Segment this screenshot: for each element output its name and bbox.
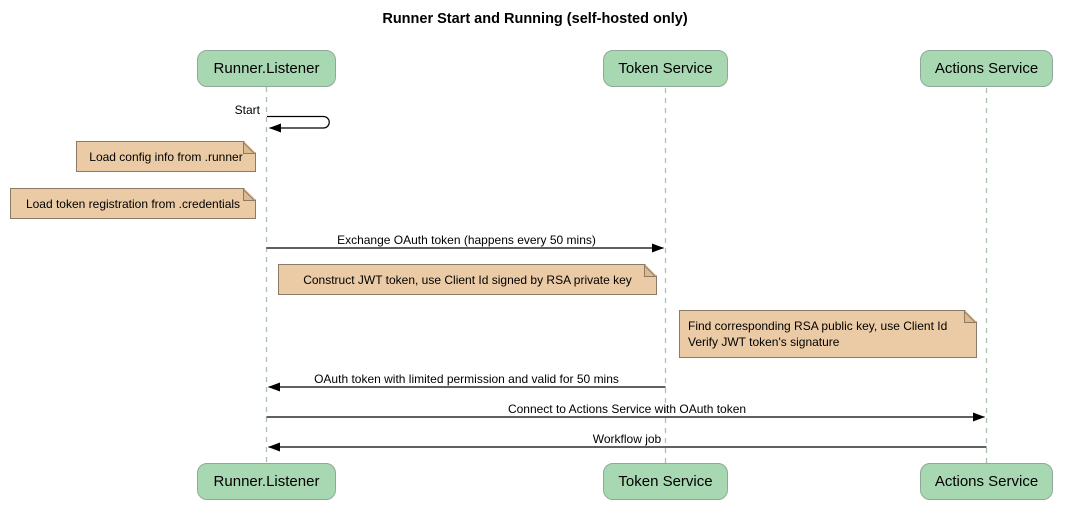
- participant-token-service-top: Token Service: [603, 50, 728, 87]
- note-text-line-1: Find corresponding RSA public key, use C…: [688, 319, 948, 333]
- note-fold-icon: [964, 311, 976, 323]
- participant-actions-service-top: Actions Service: [920, 50, 1053, 87]
- note-text: Load config info from .runner: [89, 149, 243, 164]
- participant-label: Runner.Listener: [213, 60, 320, 77]
- message-label-workflow-job: Workflow job: [592, 432, 662, 446]
- note-construct-jwt: Construct JWT token, use Client Id signe…: [278, 264, 657, 295]
- participant-label: Actions Service: [934, 473, 1039, 490]
- note-fold-icon: [644, 265, 656, 277]
- note-text-line-2: Verify JWT token's signature: [688, 335, 840, 349]
- participant-label: Token Service: [618, 60, 713, 77]
- participant-token-service-bottom: Token Service: [603, 463, 728, 500]
- diagram-title: Runner Start and Running (self-hosted on…: [382, 11, 688, 27]
- participant-label: Runner.Listener: [213, 473, 320, 490]
- participant-actions-service-bottom: Actions Service: [920, 463, 1053, 500]
- note-load-token-registration: Load token registration from .credential…: [10, 188, 256, 219]
- note-text: Construct JWT token, use Client Id signe…: [303, 272, 632, 287]
- message-label-connect-actions: Connect to Actions Service with OAuth to…: [507, 402, 747, 416]
- self-message-start-arrow: [267, 115, 330, 133]
- message-label-oauth-return: OAuth token with limited permission and …: [314, 372, 619, 386]
- participant-runner-listener-bottom: Runner.Listener: [197, 463, 336, 500]
- self-message-label: Start: [234, 103, 260, 117]
- note-text: Load token registration from .credential…: [25, 196, 241, 211]
- participant-label: Actions Service: [934, 60, 1039, 77]
- participant-runner-listener-top: Runner.Listener: [197, 50, 336, 87]
- note-verify-jwt: Find corresponding RSA public key, use C…: [679, 310, 977, 358]
- note-fold-icon: [243, 142, 255, 154]
- participant-label: Token Service: [618, 473, 713, 490]
- message-label-exchange-oauth: Exchange OAuth token (happens every 50 m…: [337, 233, 596, 247]
- note-fold-icon: [243, 189, 255, 201]
- note-load-config: Load config info from .runner: [76, 141, 256, 172]
